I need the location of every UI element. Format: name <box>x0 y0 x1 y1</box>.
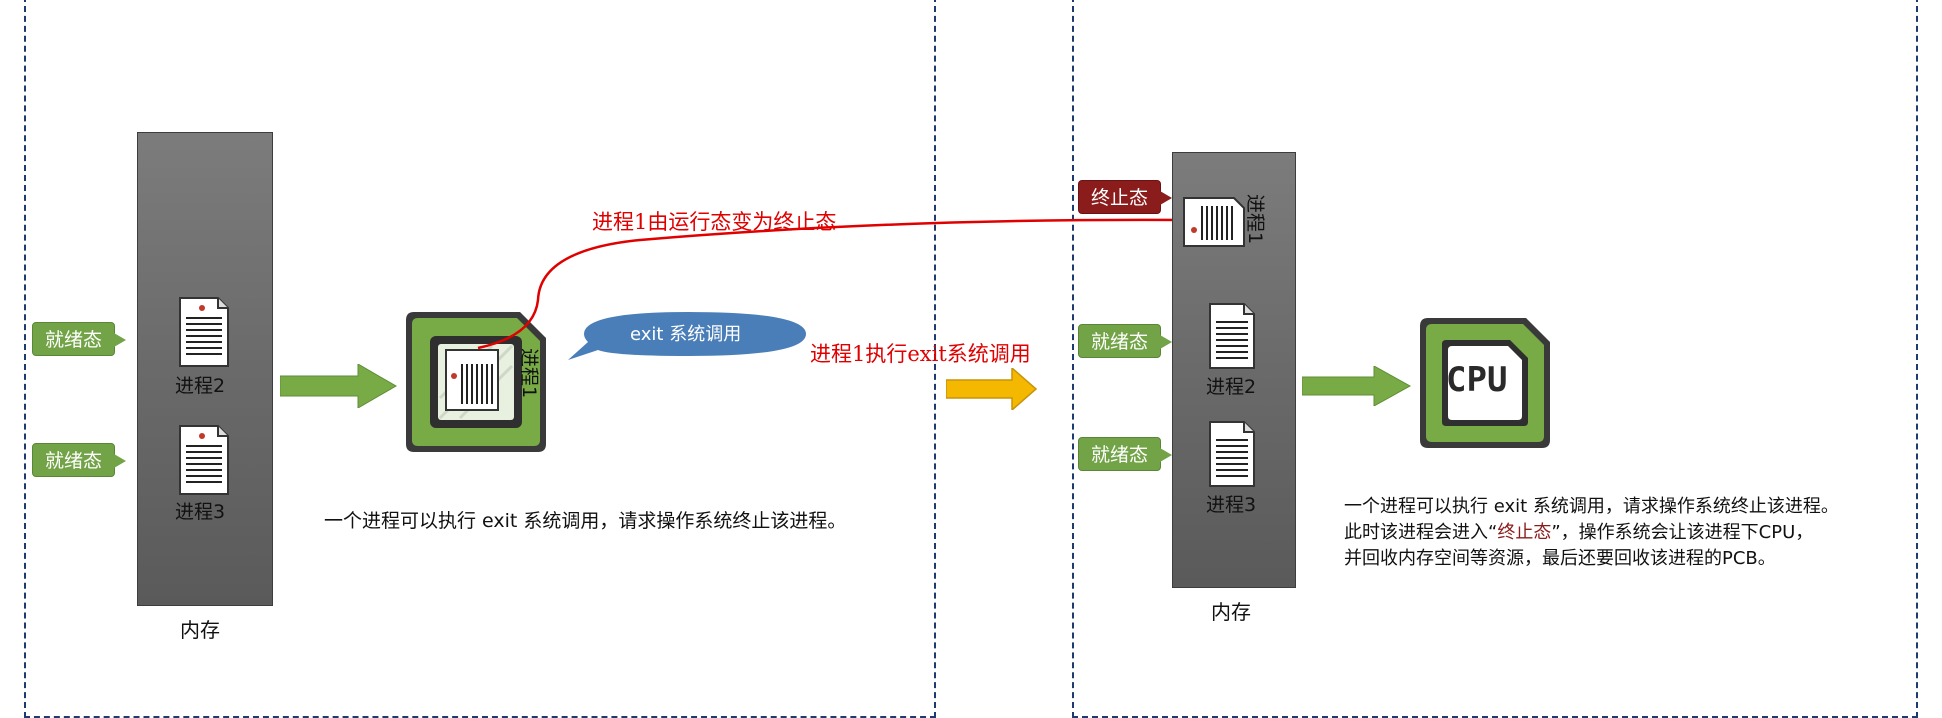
desc-line-1: 一个进程可以执行 exit 系统调用，请求操作系统终止该进程。 <box>1344 496 1839 517</box>
process-doc-icon <box>1183 197 1245 247</box>
process-doc-icon <box>179 297 229 367</box>
process-doc-icon <box>179 425 229 495</box>
arrow-right-icon <box>280 364 397 408</box>
ready-tag: 就绪态 <box>1078 437 1173 471</box>
process-1-label: 进程1 <box>1244 194 1266 245</box>
ready-tag: 就绪态 <box>32 322 127 356</box>
right-description: 一个进程可以执行 exit 系统调用，请求操作系统终止该进程。 此时该进程会进入… <box>1344 494 1839 572</box>
cpu-text: CPU <box>1446 360 1508 400</box>
process-2-label: 进程2 <box>175 375 226 397</box>
transition-arrow-icon <box>946 368 1038 410</box>
left-panel-frame <box>24 0 936 718</box>
process-3-label: 进程3 <box>175 501 226 523</box>
ready-tag: 就绪态 <box>1078 324 1173 358</box>
left-caption: 一个进程可以执行 exit 系统调用，请求操作系统终止该进程。 <box>324 510 847 532</box>
process-2-label: 进程2 <box>1206 376 1257 398</box>
process-doc-icon <box>1209 421 1255 487</box>
terminated-tag: 终止态 <box>1078 180 1173 214</box>
speech-bubble <box>568 312 806 360</box>
arrow-right-icon <box>1302 366 1412 406</box>
memory-label-right: 内存 <box>1211 600 1251 624</box>
memory-block-left <box>137 132 273 606</box>
terminated-highlight: 终止态 <box>1497 522 1552 543</box>
desc-line-2: 此时该进程会进入“终止态”，操作系统会让该进程下CPU， <box>1344 522 1814 543</box>
right-panel-frame <box>1072 0 1918 718</box>
cpu-chip-icon <box>406 312 546 452</box>
desc-line-3: 并回收内存空间等资源，最后还要回收该进程的PCB。 <box>1344 548 1776 569</box>
process-3-label: 进程3 <box>1206 494 1257 516</box>
transition-curve-label: 进程1由运行态变为终止态 <box>592 210 837 234</box>
bubble-text: exit 系统调用 <box>630 324 742 345</box>
cpu-chip-icon <box>1420 318 1550 448</box>
process-doc-icon <box>1209 303 1255 369</box>
transition-arrow-label: 进程1执行exit系统调用 <box>810 342 1031 366</box>
ready-tag: 就绪态 <box>32 443 127 477</box>
memory-label-left: 内存 <box>180 618 220 642</box>
